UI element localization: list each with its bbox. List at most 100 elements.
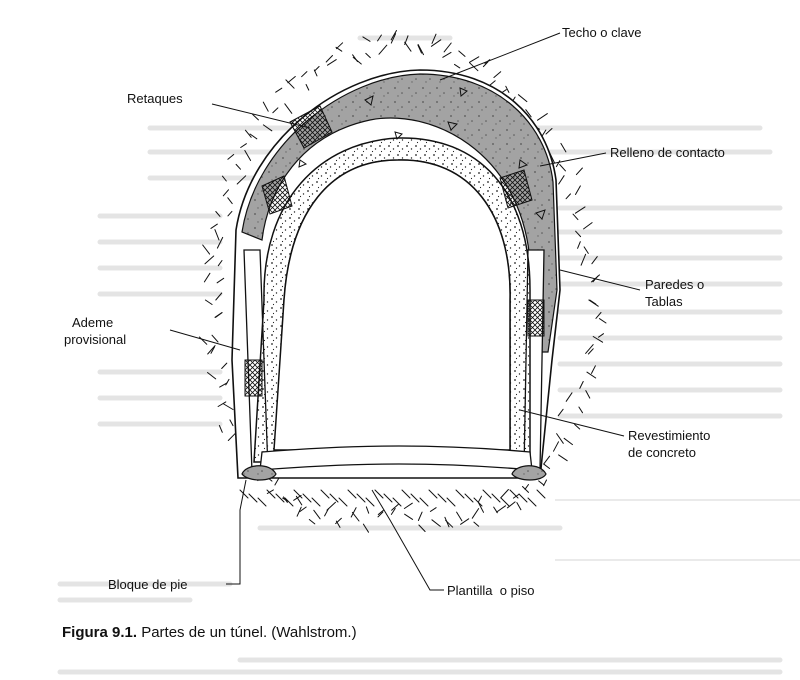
hatch-stroke <box>257 497 267 507</box>
hatch-stroke <box>578 406 583 414</box>
hatch-stroke <box>210 346 216 354</box>
hatch-stroke <box>266 489 276 499</box>
hatch-stroke <box>295 495 303 506</box>
hatch-stroke <box>285 79 295 89</box>
hatch-stroke <box>356 493 366 503</box>
hatch-stroke <box>262 124 273 132</box>
hatch-stroke <box>272 107 279 114</box>
hatch-stroke <box>221 175 227 182</box>
label-techo-o-clave: Techo o clave <box>562 25 642 40</box>
hatch-stroke <box>204 299 213 305</box>
hatch-stroke <box>431 519 441 527</box>
hatch-stroke <box>443 42 452 53</box>
hatch-stroke <box>227 210 233 217</box>
hatch-stroke <box>325 55 333 63</box>
hatch-stroke <box>588 299 599 307</box>
hatch-stroke <box>383 493 393 503</box>
hatch-stroke <box>287 76 296 84</box>
hatch-stroke <box>202 244 211 255</box>
hatch-stroke <box>365 497 375 507</box>
hatch-stroke <box>365 506 370 514</box>
hatch-stroke <box>506 501 516 509</box>
hatch-stroke <box>239 489 249 499</box>
hatch-stroke <box>471 508 480 519</box>
hatch-stroke <box>351 511 360 522</box>
hatch-stroke <box>563 437 573 446</box>
hatch-stroke <box>559 164 566 172</box>
figure-number: Figura 9.1. <box>62 624 138 641</box>
hatch-stroke <box>299 506 307 513</box>
hatch-stroke <box>362 523 369 533</box>
hatch-stroke <box>558 454 568 462</box>
hatch-stroke <box>301 71 308 78</box>
hatch-stroke <box>210 223 218 229</box>
hatch-stroke <box>244 129 252 138</box>
hatch-stroke <box>390 30 397 41</box>
hatch-stroke <box>473 521 480 527</box>
hatch-stroke <box>404 41 412 52</box>
hatch-stroke <box>565 193 571 200</box>
label-paredes-o: Paredes o <box>645 277 704 292</box>
hatch-stroke <box>311 497 321 507</box>
hatch-stroke <box>216 277 225 284</box>
hatch-stroke <box>236 175 247 185</box>
label-de-concreto: de concreto <box>628 445 696 460</box>
hatch-stroke <box>583 222 593 230</box>
hatch-stroke <box>522 486 529 493</box>
hatch-stroke <box>377 509 385 515</box>
hatch-stroke <box>577 241 581 249</box>
hatch-stroke <box>404 513 414 520</box>
hatch-stroke <box>391 503 399 511</box>
hatch-stroke <box>580 253 587 266</box>
hatch-stroke <box>314 66 320 72</box>
fill-aggregate <box>298 87 546 220</box>
hatch-stroke <box>240 143 247 148</box>
hatch-stroke <box>543 463 551 469</box>
hatch-stroke <box>214 312 223 318</box>
hatch-stroke <box>560 142 567 153</box>
hatch-stroke <box>216 236 224 249</box>
hatch-stroke <box>509 489 519 499</box>
hatch-stroke <box>456 511 463 522</box>
hatch-stroke <box>500 497 510 507</box>
hatch-stroke <box>284 103 293 114</box>
hatch-stroke <box>365 52 371 59</box>
hatch-stroke <box>327 59 337 66</box>
hatch-stroke <box>219 382 228 388</box>
hatch-stroke <box>222 189 229 197</box>
hatch-stroke <box>204 255 215 265</box>
figure-caption: Figura 9.1. Partes de un túnel. (Wahlstr… <box>62 624 357 641</box>
leader-lines <box>169 32 641 591</box>
hatch-stroke <box>473 497 483 507</box>
hatch-stroke <box>595 312 602 319</box>
hatch-stroke <box>493 71 502 78</box>
label-provisional: provisional <box>64 332 126 347</box>
hatch-stroke <box>585 390 591 399</box>
hatch-stroke <box>586 371 597 379</box>
hatch-stroke <box>227 432 237 441</box>
hatch-stroke <box>500 489 509 499</box>
label-tablas: Tablas <box>645 294 683 309</box>
hatch-stroke <box>505 85 510 93</box>
hatch-stroke <box>417 44 422 54</box>
hatch-stroke <box>403 502 413 509</box>
hatch-stroke <box>543 455 551 465</box>
hatch-stroke <box>378 44 388 55</box>
hatch-stroke <box>221 362 228 369</box>
hatch-stroke <box>516 502 522 511</box>
hatch-stroke <box>338 497 348 507</box>
hatch-stroke <box>431 33 437 44</box>
hatch-stroke <box>305 84 310 91</box>
hatch-stroke <box>374 489 384 499</box>
label-retaques: Retaques <box>127 91 183 106</box>
hatch-stroke <box>417 44 424 56</box>
footing-blocks <box>241 465 547 481</box>
hatch-stroke <box>591 365 596 374</box>
hatch-stroke <box>525 109 532 118</box>
hatch-stroke <box>527 497 537 507</box>
hatch-stroke <box>598 318 607 324</box>
hatch-stroke <box>417 511 423 521</box>
hatch-stroke <box>284 497 294 507</box>
hatch-stroke <box>392 497 402 507</box>
contact-fill-region <box>241 73 558 353</box>
